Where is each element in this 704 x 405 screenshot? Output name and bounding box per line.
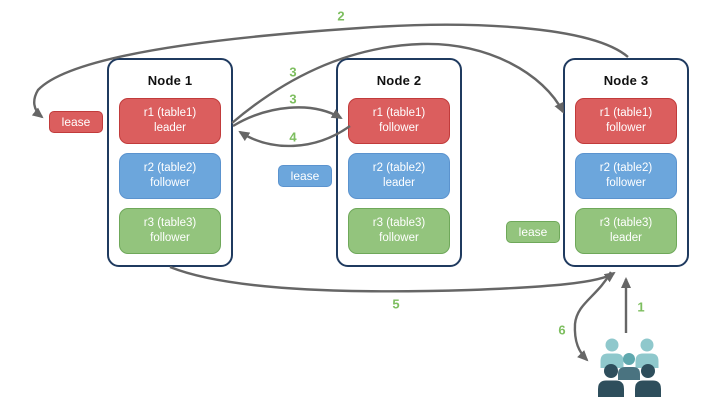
replica-role: follower [150,177,190,189]
arrow-label-3b: 3 [289,91,297,107]
arrow-label-5: 5 [392,296,400,312]
node-2: Node 2 r1 (table1) follower r2 (table2) … [336,58,462,267]
node-1-title: Node 1 [147,73,193,88]
replica-name: r2 (table2) [599,162,653,175]
replica-role: follower [379,232,419,244]
node-3-replica-r3: r3 (table3) leader [575,208,677,254]
person-icon [635,364,661,397]
arrow-6-node3-to-users [573,271,613,362]
node-3-replica-r1: r1 (table1) follower [575,98,677,144]
lease-badge-green: lease [506,221,560,243]
node-2-replica-r3: r3 (table3) follower [348,208,450,254]
replica-role: follower [150,232,190,244]
replica-role: follower [606,122,646,134]
person-icon [598,364,624,397]
arrow-5-node1-to-node3 [169,265,616,293]
person-icon [600,338,624,368]
arrow-3-node1-to-node2 [232,106,343,128]
replica-name: r3 (table3) [372,217,426,230]
replica-role: leader [154,122,186,134]
replica-name: r3 (table3) [599,217,653,230]
arrow-label-2: 2 [337,8,345,24]
replica-name: r3 (table3) [143,217,197,230]
replica-role: leader [383,177,415,189]
replica-role: follower [606,177,646,189]
replica-role: leader [610,232,642,244]
replica-role: follower [379,122,419,134]
replica-name: r1 (table1) [599,107,653,120]
replica-name: r1 (table1) [372,107,426,120]
person-icon [618,353,640,380]
arrow-label-3a: 3 [289,64,297,80]
arrow-label-4: 4 [289,129,297,145]
node-1-replica-r3: r3 (table3) follower [119,208,221,254]
arrow-label-6: 6 [558,322,566,338]
node-1-replica-r1: r1 (table1) leader [119,98,221,144]
replica-name: r2 (table2) [143,162,197,175]
node-1: Node 1 r1 (table1) leader r2 (table2) fo… [107,58,233,267]
node-3-title: Node 3 [603,73,649,88]
node-2-replica-r1: r1 (table1) follower [348,98,450,144]
node-3: Node 3 r1 (table1) follower r2 (table2) … [563,58,689,267]
replica-name: r1 (table1) [143,107,197,120]
node-2-replica-r2: r2 (table2) leader [348,153,450,199]
arrow-label-1: 1 [637,299,645,315]
node-2-title: Node 2 [376,73,422,88]
node-3-replica-r2: r2 (table2) follower [575,153,677,199]
person-icon [635,338,659,368]
lease-badge-red: lease [49,111,103,133]
users-group-icon [598,338,661,397]
lease-badge-blue: lease [278,165,332,187]
replica-name: r2 (table2) [372,162,426,175]
node-1-replica-r2: r2 (table2) follower [119,153,221,199]
